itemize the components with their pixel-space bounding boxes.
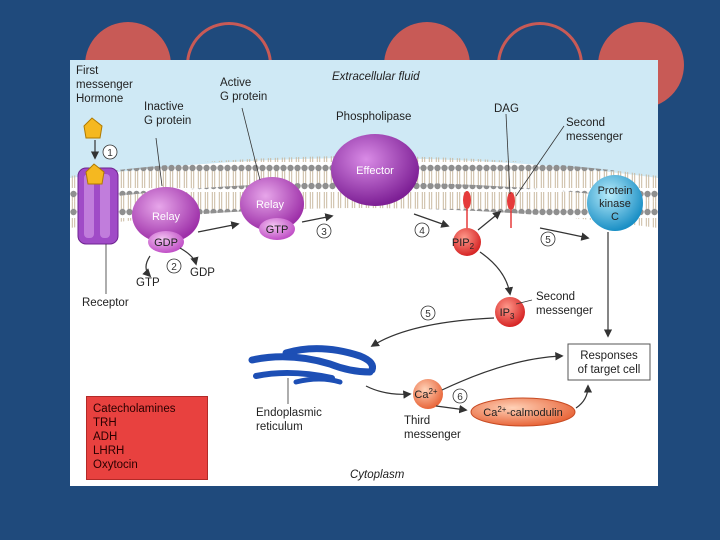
label-calcium-main: Ca [414, 389, 429, 401]
label-active-g-1: Active [220, 77, 251, 89]
dag-molecule [507, 192, 515, 210]
label-calmodulin-prefix: Ca [483, 407, 498, 419]
label-inactive-g-1: Inactive [144, 101, 184, 113]
label-extracellular: Extracellular fluid [332, 71, 420, 83]
responses-box [567, 343, 651, 381]
label-pip2: PIP2 [452, 237, 475, 251]
label-second-messenger-top-2: messenger [566, 131, 623, 143]
label-pip2-sub: 2 [470, 242, 475, 251]
legend-item: LHRH [93, 445, 125, 457]
label-cytoplasm: Cytoplasm [350, 469, 405, 481]
label-gdp-output: GDP [190, 267, 215, 279]
label-third-messenger-2: messenger [404, 429, 461, 441]
signal-diagram: 1 2 3 4 5 5 6 First messenger Hormone In… [70, 60, 658, 481]
receptor-protein [77, 167, 119, 245]
active-g-protein [240, 177, 304, 231]
step-4: 4 [419, 226, 425, 237]
legend-item: Catecholamines [93, 403, 176, 415]
label-dag: DAG [494, 103, 519, 115]
legend-item: Oxytocin [93, 459, 138, 471]
label-protein-kinase-1: Protein [598, 185, 633, 197]
pip2-stem [463, 191, 471, 209]
label-first-messenger-1: First [76, 65, 99, 77]
label-pip2-main: PIP [452, 237, 470, 249]
effector-enzyme [331, 134, 419, 206]
legend-item: ADH [93, 431, 118, 443]
label-inactive-g-2: G protein [144, 115, 191, 127]
hormone-shape-free [83, 117, 103, 139]
step-3: 3 [321, 227, 327, 238]
extracellular-region [70, 60, 658, 178]
step-1: 1 [107, 148, 113, 159]
label-relay-active: Relay [256, 199, 285, 211]
pip2-molecule [453, 228, 481, 256]
calcium-ion [413, 379, 443, 409]
label-er-1: Endoplasmic [256, 407, 322, 419]
label-protein-kinase-2: kinase [599, 198, 631, 210]
endoplasmic-reticulum [248, 345, 376, 385]
label-calcium: Ca2+ [414, 387, 438, 401]
gdp-subunit [148, 231, 184, 253]
label-responses-1: Responses [580, 350, 638, 362]
label-er-2: reticulum [256, 421, 303, 433]
label-calcium-sup: 2+ [428, 387, 437, 396]
label-active-g-2: G protein [220, 91, 267, 103]
legend-item: TRH [93, 417, 117, 429]
hormone-shape-bound [85, 163, 105, 185]
label-phospholipase: Phospholipase [336, 111, 411, 123]
pathway-arrows [142, 210, 613, 414]
step-markers [102, 144, 556, 404]
step-6: 6 [457, 392, 463, 403]
label-second-messenger-mid-1: Second [536, 291, 575, 303]
step-2: 2 [171, 262, 177, 273]
label-responses-2: of target cell [578, 364, 641, 376]
label-gdp-bound: GDP [154, 237, 178, 249]
label-calmodulin-suffix: -calmodulin [506, 407, 562, 419]
step-5b: 5 [425, 309, 431, 320]
label-gtp-bound: GTP [266, 224, 289, 236]
label-second-messenger-mid-2: messenger [536, 305, 593, 317]
label-ip3: IP3 [500, 307, 515, 321]
label-first-messenger-2: messenger [76, 79, 133, 91]
diagram-card: 1 2 3 4 5 5 6 First messenger Hormone In… [70, 60, 658, 486]
step-5a: 5 [545, 235, 551, 246]
label-calmodulin-sup: 2+ [497, 405, 506, 414]
protein-kinase-c [587, 175, 643, 231]
label-first-messenger-3: Hormone [76, 93, 123, 105]
label-receptor: Receptor [82, 297, 129, 309]
label-calmodulin: Ca2+-calmodulin [483, 405, 562, 419]
label-ip3-sub: 3 [510, 312, 515, 321]
inactive-g-protein [132, 187, 200, 243]
calmodulin-complex [470, 397, 576, 427]
label-second-messenger-top-1: Second [566, 117, 605, 129]
ip3-molecule [495, 297, 525, 327]
label-protein-kinase-3: C [611, 211, 619, 223]
label-relay-inactive: Relay [152, 211, 181, 223]
label-ip3-main: IP [500, 307, 510, 319]
hormone-legend: Catecholamines TRH ADH LHRH Oxytocin [86, 396, 208, 480]
label-third-messenger-1: Third [404, 415, 430, 427]
leader-lines [105, 107, 565, 404]
label-gtp-input: GTP [136, 277, 160, 289]
label-effector: Effector [356, 165, 394, 177]
gtp-subunit [259, 218, 295, 240]
